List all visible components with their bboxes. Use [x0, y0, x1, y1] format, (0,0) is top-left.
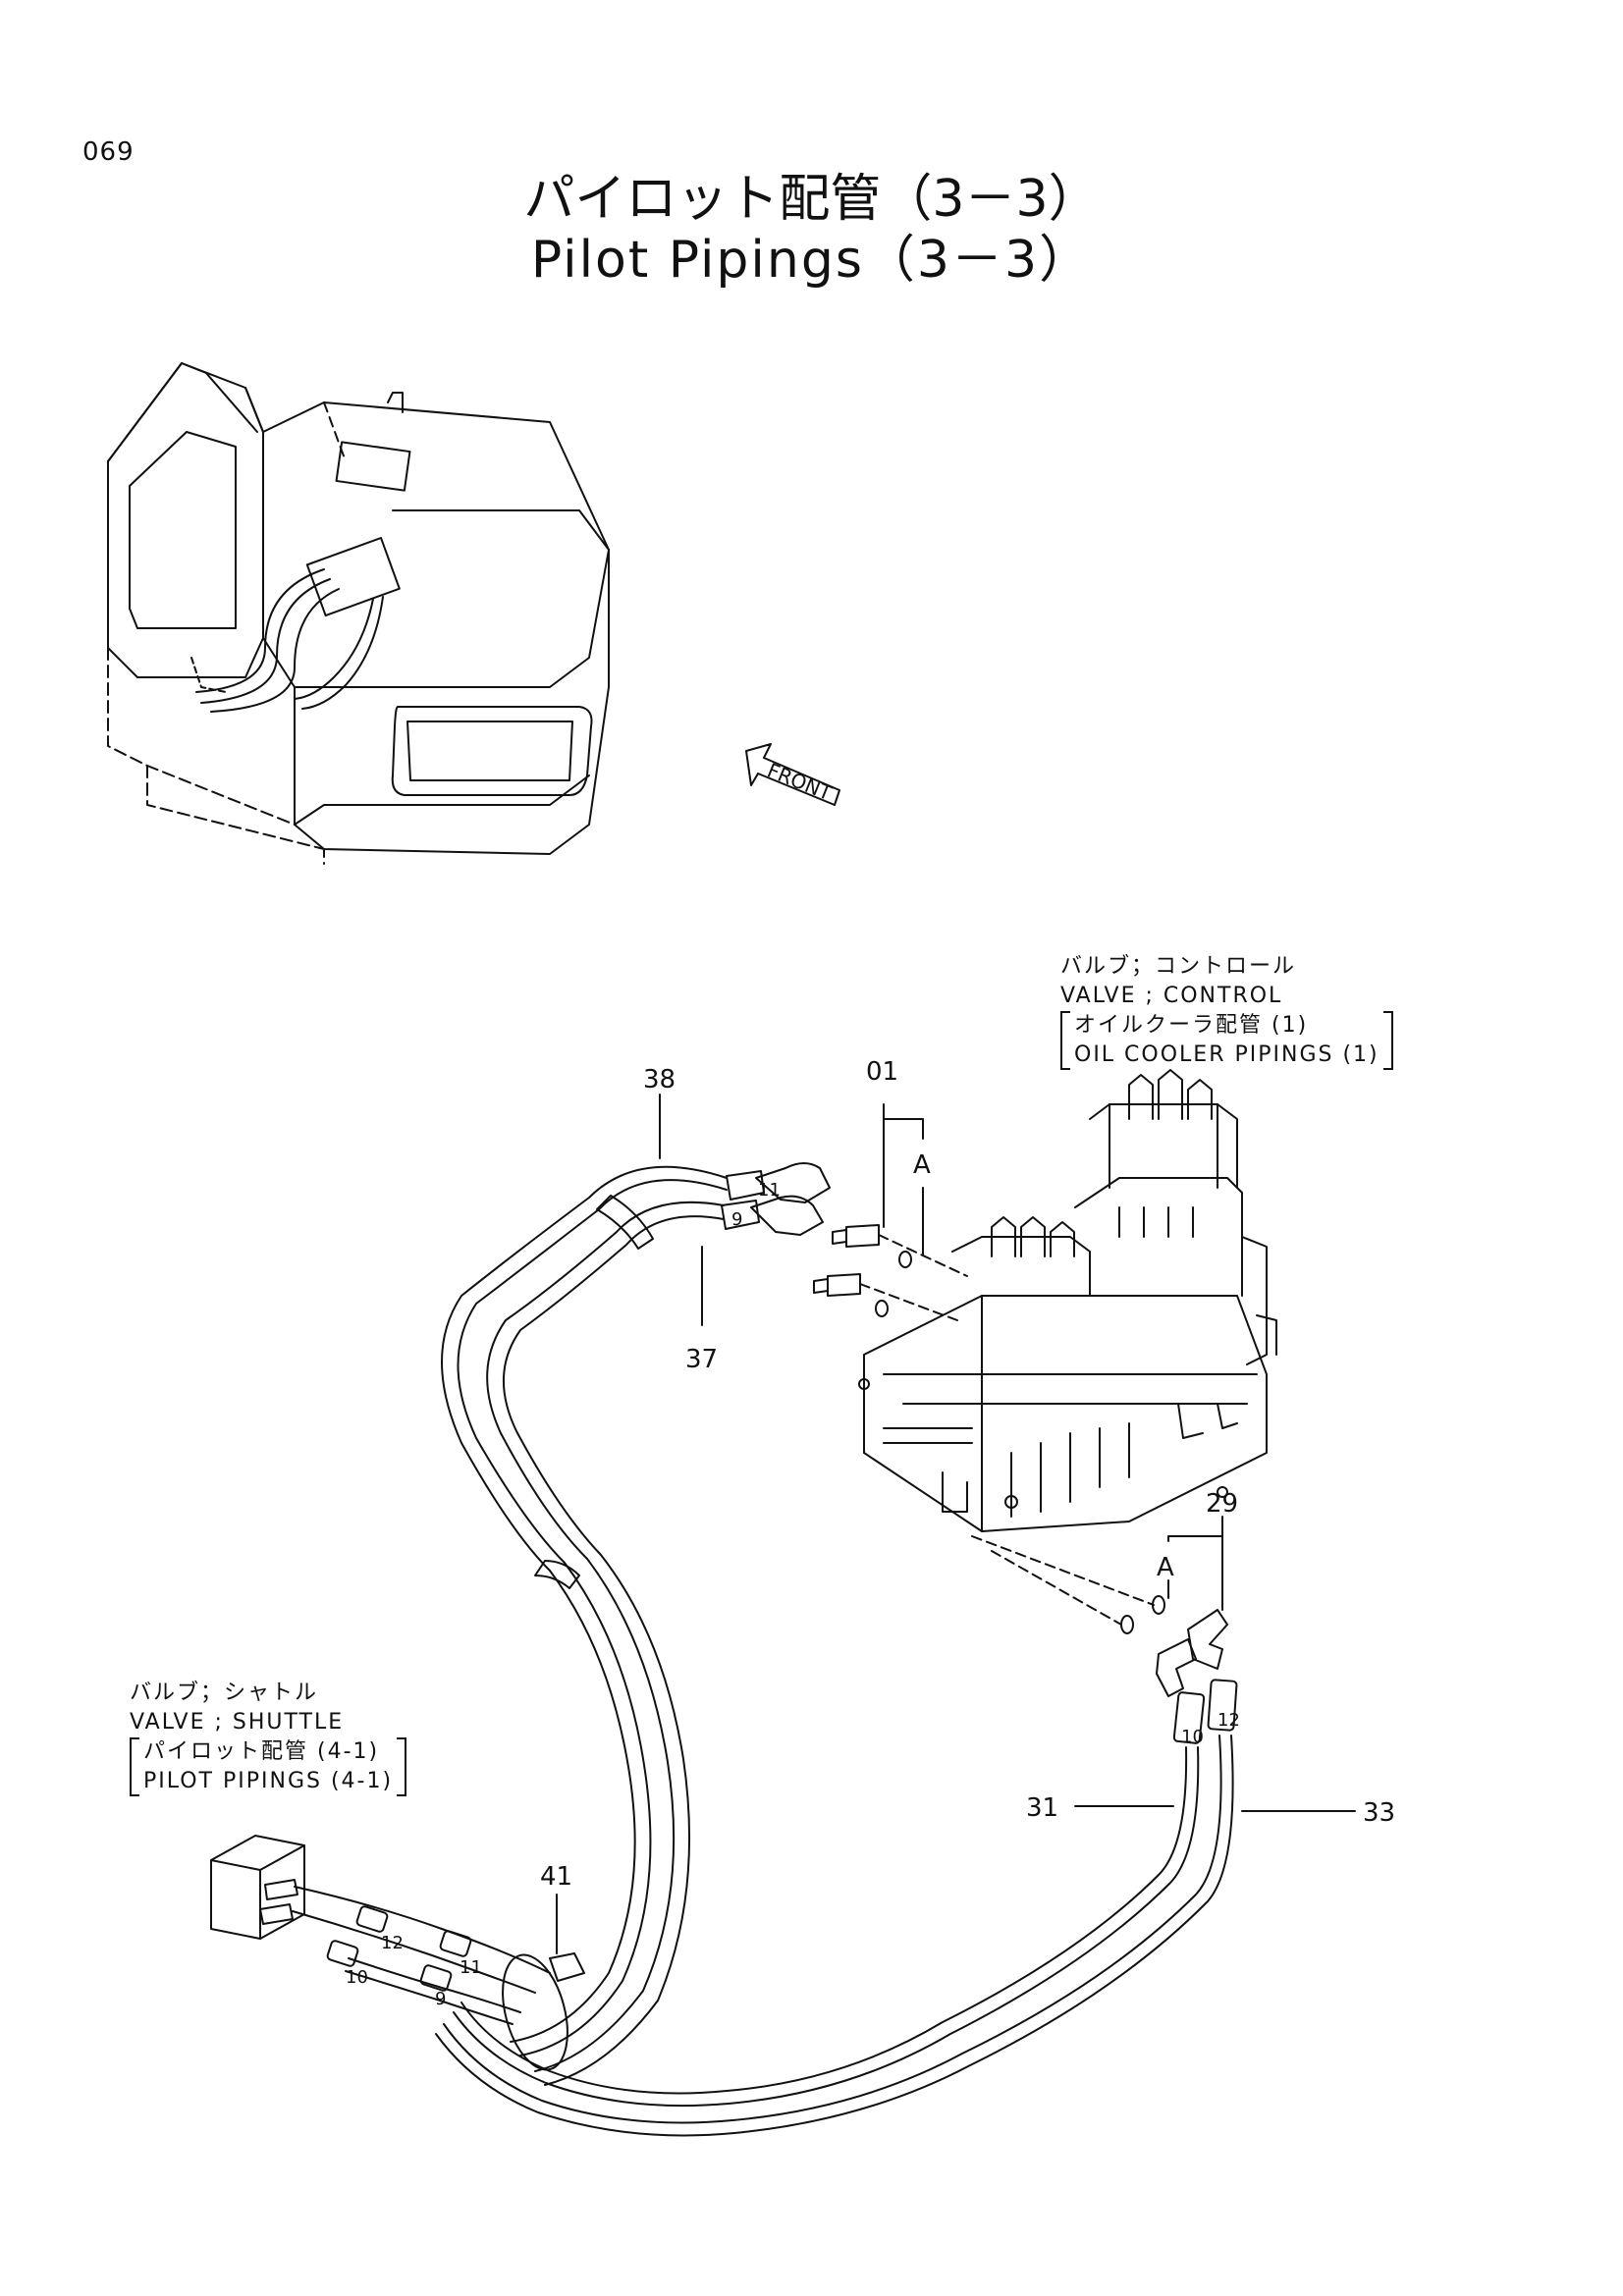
label-fitting-10-valve: 10 [1181, 1727, 1204, 1747]
front-arrow-icon [745, 743, 840, 806]
shuttle-valve [210, 1835, 551, 2025]
control-valve [858, 1069, 1277, 1532]
leader-lines [556, 1094, 1356, 1954]
clamp-41 [502, 1952, 585, 2071]
control-valve-ref-ja: オイルクーラ配管 (1) [1074, 1013, 1309, 1038]
machine-overview [107, 362, 610, 865]
page-number: 069 [82, 137, 135, 167]
label-fitting-10-shuttle: 10 [346, 1967, 368, 1988]
elbow-fitting-29 [971, 1535, 1228, 1697]
label-fitting-9-upper: 9 [731, 1209, 742, 1230]
label-part-38: 38 [643, 1065, 676, 1095]
label-part-01: 01 [866, 1057, 898, 1087]
label-part-29: 29 [1206, 1489, 1238, 1519]
shuttle-valve-ref-en: PILOT PIPINGS (4-1) [143, 1769, 394, 1793]
label-section-a-upper: A [913, 1150, 931, 1180]
label-fitting-11-shuttle: 11 [460, 1957, 482, 1978]
shuttle-valve-ref-ja: パイロット配管 (4-1) [143, 1739, 380, 1764]
port-fitting-01 [813, 1224, 968, 1321]
page-title-english: Pilot Pipings（3－3） [530, 231, 1093, 290]
shuttle-valve-callout: バルブ；シャトル VALVE ; SHUTTLE パイロット配管 (4-1) P… [130, 1679, 407, 1796]
hose-38-37 [441, 1162, 831, 2086]
label-part-37: 37 [685, 1345, 718, 1374]
hose-31-33 [435, 1679, 1238, 2137]
shuttle-valve-name-en: VALVE ; SHUTTLE [130, 1710, 345, 1735]
control-valve-name-en: VALVE ; CONTROL [1060, 984, 1283, 1008]
shuttle-valve-name-ja: バルブ；シャトル [130, 1681, 319, 1705]
control-valve-ref-en: OIL COOLER PIPINGS (1) [1074, 1042, 1380, 1067]
label-part-41: 41 [540, 1862, 572, 1892]
shuttle-valve-reference: パイロット配管 (4-1) PILOT PIPINGS (4-1) [130, 1737, 407, 1796]
label-part-31: 31 [1026, 1793, 1058, 1823]
control-valve-callout: バルブ；コントロール VALVE ; CONTROL オイルクーラ配管 (1) … [1060, 952, 1393, 1070]
control-valve-name-ja: バルブ；コントロール [1060, 954, 1297, 979]
label-section-a-lower: A [1157, 1553, 1174, 1582]
label-fitting-9-shuttle: 9 [435, 1989, 446, 2009]
label-fitting-12-valve: 12 [1217, 1710, 1240, 1731]
page-title-japanese: パイロット配管（3－3） [523, 170, 1100, 229]
front-label: FRONT [764, 758, 836, 805]
control-valve-reference: オイルクーラ配管 (1) OIL COOLER PIPINGS (1) [1060, 1011, 1393, 1070]
label-fitting-11-upper: 11 [758, 1180, 781, 1201]
label-fitting-12-shuttle: 12 [381, 1933, 404, 1953]
label-part-33: 33 [1363, 1798, 1395, 1828]
